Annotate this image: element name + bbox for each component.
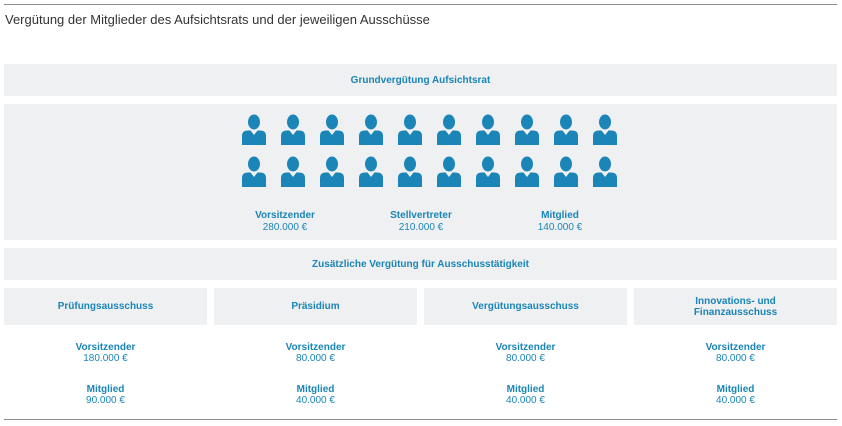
bottom-divider [4, 419, 837, 420]
role-member-label: Mitglied [541, 210, 579, 221]
page-title: Vergütung der Mitglieder des Aufsichtsra… [5, 12, 430, 27]
member-label: Mitglied [86, 384, 125, 395]
person-icon [390, 156, 429, 198]
board-members-grid [234, 114, 626, 198]
member-value: 40.000 € [296, 395, 335, 406]
role-deputy: Stellvertreter 210.000 € [361, 210, 481, 234]
role-chair-label: Vorsitzender [255, 210, 315, 221]
grund-heading: Grundvergütung Aufsichtsrat [4, 64, 837, 96]
committee-compensation-member: Mitglied 40.000 € [424, 384, 627, 406]
person-icon [429, 114, 468, 156]
person-icon [273, 156, 312, 198]
committee-audit-header: Prüfungsausschuss [4, 288, 207, 325]
chair-label: Vorsitzender [705, 342, 766, 353]
committee-audit-member: Mitglied 90.000 € [4, 384, 207, 406]
role-chair: Vorsitzender 280.000 € [225, 210, 345, 234]
person-icon [546, 114, 585, 156]
member-value: 40.000 € [716, 395, 755, 406]
member-value: 90.000 € [86, 395, 125, 406]
role-member: Mitglied 140.000 € [500, 210, 620, 234]
committee-presidium-member: Mitglied 40.000 € [214, 384, 417, 406]
committee-presidium-header: Präsidium [214, 288, 417, 325]
person-icon [546, 156, 585, 198]
person-icon [273, 114, 312, 156]
committee-innovation-member: Mitglied 40.000 € [634, 384, 837, 406]
person-icon [312, 156, 351, 198]
member-label: Mitglied [296, 384, 335, 395]
person-icon [390, 114, 429, 156]
chair-value: 80.000 € [506, 353, 545, 364]
person-icon [585, 156, 624, 198]
member-label: Mitglied [716, 384, 755, 395]
role-deputy-label: Stellvertreter [390, 210, 452, 221]
committee-audit-chair: Vorsitzender 180.000 € [4, 342, 207, 364]
person-icon [351, 114, 390, 156]
person-icon [429, 156, 468, 198]
role-member-value: 140.000 € [537, 222, 583, 233]
committee-compensation-header: Vergütungsausschuss [424, 288, 627, 325]
person-icon [468, 114, 507, 156]
person-icon [585, 114, 624, 156]
person-icon [234, 114, 273, 156]
chair-label: Vorsitzender [285, 342, 346, 353]
person-icon [507, 156, 546, 198]
top-divider [4, 4, 837, 5]
chair-label: Vorsitzender [75, 342, 136, 353]
person-icon [351, 156, 390, 198]
member-value: 40.000 € [506, 395, 545, 406]
person-icon [507, 114, 546, 156]
committee-compensation-chair: Vorsitzender 80.000 € [424, 342, 627, 364]
chair-label: Vorsitzender [495, 342, 556, 353]
chair-value: 180.000 € [83, 353, 128, 364]
committee-innovation-header: Innovations- und Finanzausschuss [634, 288, 837, 325]
role-chair-value: 280.000 € [262, 222, 308, 233]
person-icon [234, 156, 273, 198]
person-icon [468, 156, 507, 198]
committee-innovation-chair: Vorsitzender 80.000 € [634, 342, 837, 364]
chair-value: 80.000 € [716, 353, 755, 364]
person-icon [312, 114, 351, 156]
member-label: Mitglied [506, 384, 545, 395]
role-deputy-value: 210.000 € [398, 222, 444, 233]
chair-value: 80.000 € [296, 353, 335, 364]
zusatz-heading: Zusätzliche Vergütung für Ausschusstätig… [4, 248, 837, 280]
committee-presidium-chair: Vorsitzender 80.000 € [214, 342, 417, 364]
grund-panel: Vorsitzender 280.000 € Stellvertreter 21… [4, 104, 837, 240]
